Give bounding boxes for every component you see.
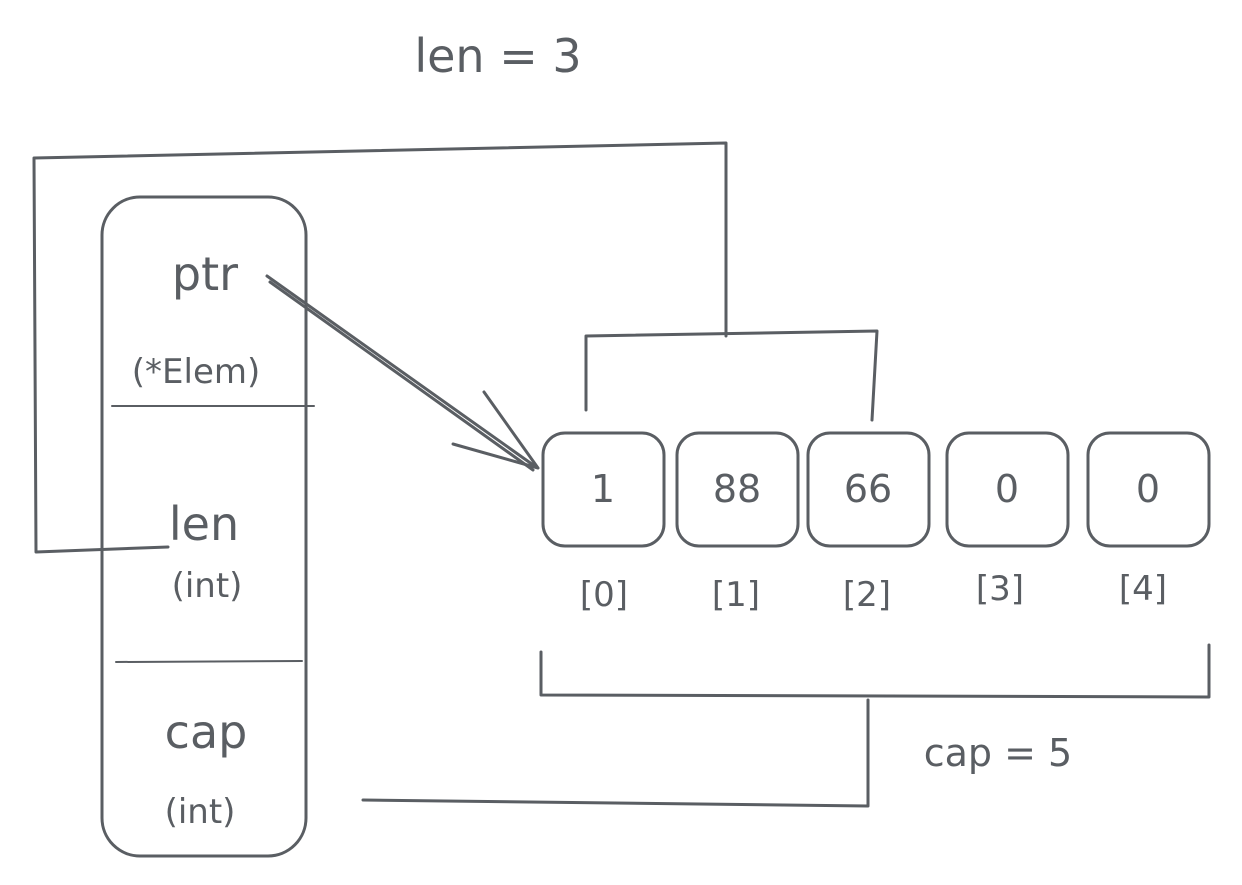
len-equals-label: len = 3	[414, 29, 581, 83]
cap-connector-line	[361, 698, 870, 808]
field-cap-name: cap	[165, 705, 248, 759]
cap-brace	[539, 643, 1211, 699]
ptr-arrow-head	[451, 390, 540, 470]
array-cell-index: [2]	[843, 575, 891, 615]
cap-equals-label: cap = 5	[924, 731, 1072, 775]
array-cell-index: [1]	[712, 575, 760, 615]
struct-outline	[100, 195, 308, 858]
array-cell-value: 1	[591, 467, 615, 511]
array-cell: 66 [2]	[806, 431, 931, 615]
field-len-type: (int)	[172, 566, 243, 606]
ptr-arrow-line	[265, 274, 538, 469]
field-ptr-name: ptr	[172, 247, 238, 301]
array-cell-box	[806, 431, 931, 548]
struct-divider-2	[115, 660, 303, 663]
array-cell-box	[1086, 431, 1211, 548]
cap-bracket	[361, 643, 1211, 808]
len-brace	[584, 329, 879, 422]
array-cell-value: 88	[713, 467, 761, 511]
ptr-arrow	[265, 274, 540, 472]
array-cell-value: 66	[844, 467, 892, 511]
array-cell-value: 0	[1136, 467, 1160, 511]
array-cell-box	[541, 431, 666, 548]
array-cell: 1 [0]	[541, 431, 666, 615]
ptr-arrow-line-sketch	[268, 280, 535, 472]
array-cell: 0 [4]	[1086, 431, 1211, 609]
field-ptr-type: (*Elem)	[132, 352, 261, 392]
slice-header-struct: ptr (*Elem) len (int) cap (int)	[100, 195, 315, 858]
backing-array: 1 [0] 88 [1] 66 [2] 0 [3] 0 [4]	[541, 431, 1211, 615]
len-bracket	[32, 141, 879, 554]
field-len-name: len	[169, 497, 239, 551]
array-cell: 0 [3]	[945, 431, 1070, 609]
array-cell-box	[945, 431, 1070, 548]
array-cell-box	[675, 431, 800, 548]
array-cell-index: [4]	[1119, 569, 1167, 609]
array-cell-index: [0]	[580, 575, 628, 615]
len-connector-line	[32, 141, 728, 554]
array-cell-value: 0	[995, 467, 1019, 511]
field-cap-type: (int)	[165, 792, 236, 832]
array-cell: 88 [1]	[675, 431, 800, 615]
array-cell-index: [3]	[976, 569, 1024, 609]
